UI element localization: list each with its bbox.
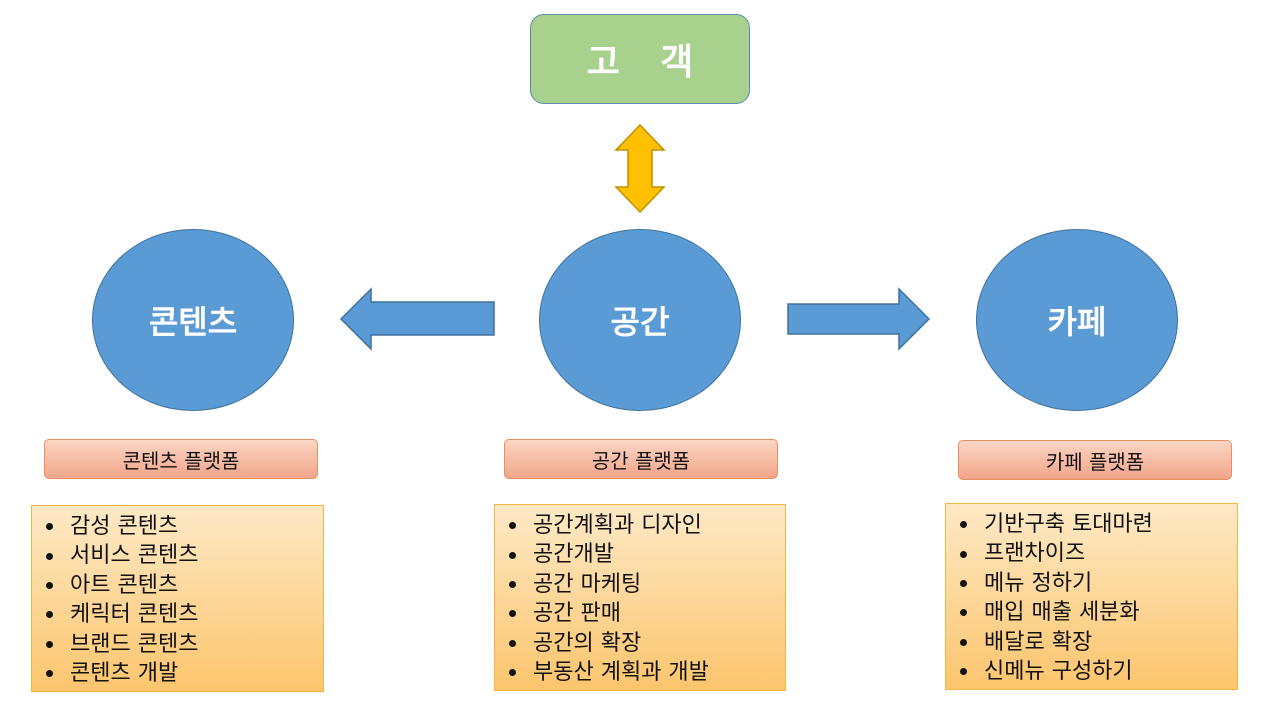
content-list-box: 감성 콘텐츠 서비스 콘텐츠 아트 콘텐츠 케릭터 콘텐츠 브랜드 콘텐츠 콘텐… <box>31 505 324 692</box>
list-item: 서비스 콘텐츠 <box>46 541 323 570</box>
bullet-icon <box>960 638 967 646</box>
list-item-text: 서비스 콘텐츠 <box>70 543 199 569</box>
list-item-text: 공간의 확장 <box>533 630 642 656</box>
bullet-icon <box>509 581 516 589</box>
list-item-text: 매입 매출 세분화 <box>984 600 1140 626</box>
list-item-text: 콘텐츠 개발 <box>70 661 179 687</box>
list-item-text: 아트 콘텐츠 <box>70 572 179 598</box>
list-item-text: 부동산 계획과 개발 <box>533 660 709 686</box>
cafe-platform-label: 카페 플랫폼 <box>958 440 1232 480</box>
list-item: 공간 판매 <box>509 599 785 628</box>
list-item-text: 배달로 확장 <box>984 629 1093 655</box>
double-arrow-icon <box>614 123 666 214</box>
bullet-icon <box>46 670 53 678</box>
bullet-icon <box>46 611 53 619</box>
list-item: 감성 콘텐츠 <box>46 512 323 541</box>
content-circle: 콘텐츠 <box>92 229 294 411</box>
list-item: 케릭터 콘텐츠 <box>46 600 323 629</box>
bullet-icon <box>960 668 967 676</box>
space-circle: 공간 <box>539 229 741 411</box>
space-platform-label: 공간 플랫폼 <box>504 439 778 479</box>
content-platform-label: 콘텐츠 플랫폼 <box>44 439 318 479</box>
bullet-icon <box>960 521 967 529</box>
cafe-list-box: 기반구축 토대마련 프랜차이즈 메뉴 정하기 매입 매출 세분화 배달로 확장 … <box>945 503 1238 690</box>
list-item: 아트 콘텐츠 <box>46 571 323 600</box>
left-arrow-icon <box>339 287 495 351</box>
list-item: 공간계획과 디자인 <box>509 511 785 540</box>
list-item: 기반구축 토대마련 <box>960 510 1237 539</box>
bullet-icon <box>46 552 53 560</box>
list-item-text: 신메뉴 구성하기 <box>984 659 1133 685</box>
list-item-text: 공간 마케팅 <box>533 571 642 597</box>
list-item: 브랜드 콘텐츠 <box>46 630 323 659</box>
list-item-text: 브랜드 콘텐츠 <box>70 631 199 657</box>
list-item-text: 공간계획과 디자인 <box>533 513 702 538</box>
list-item: 부동산 계획과 개발 <box>509 658 785 687</box>
list-item-text: 기반구축 토대마련 <box>984 512 1153 537</box>
list-item: 공간개발 <box>509 540 785 569</box>
bullet-icon <box>960 580 967 588</box>
bullet-icon <box>509 551 516 559</box>
list-item-text: 메뉴 정하기 <box>984 570 1093 596</box>
bullet-icon <box>960 609 967 617</box>
space-list-box: 공간계획과 디자인 공간개발 공간 마케팅 공간 판매 공간의 확장 부동산 계… <box>494 504 786 691</box>
list-item: 배달로 확장 <box>960 628 1237 657</box>
bullet-icon <box>960 550 967 558</box>
list-item: 공간 마케팅 <box>509 570 785 599</box>
list-item: 매입 매출 세분화 <box>960 598 1237 627</box>
customer-box: 고 객 <box>530 14 750 104</box>
list-item-text: 감성 콘텐츠 <box>70 514 179 539</box>
list-item-text: 프랜차이즈 <box>984 541 1086 567</box>
list-item-text: 케릭터 콘텐츠 <box>70 602 199 628</box>
list-item: 공간의 확장 <box>509 629 785 658</box>
bullet-icon <box>509 610 516 618</box>
right-arrow-icon <box>787 287 931 351</box>
bullet-icon <box>46 523 53 531</box>
list-item: 신메뉴 구성하기 <box>960 657 1237 686</box>
list-item-text: 공간개발 <box>533 542 614 568</box>
list-item: 메뉴 정하기 <box>960 569 1237 598</box>
bullet-icon <box>509 669 516 677</box>
list-item-text: 공간 판매 <box>533 601 621 627</box>
bullet-icon <box>46 640 53 648</box>
cafe-circle: 카페 <box>976 229 1178 411</box>
list-item: 프랜차이즈 <box>960 539 1237 568</box>
bullet-icon <box>509 522 516 530</box>
bullet-icon <box>509 639 516 647</box>
bullet-icon <box>46 582 53 590</box>
list-item: 콘텐츠 개발 <box>46 659 323 688</box>
